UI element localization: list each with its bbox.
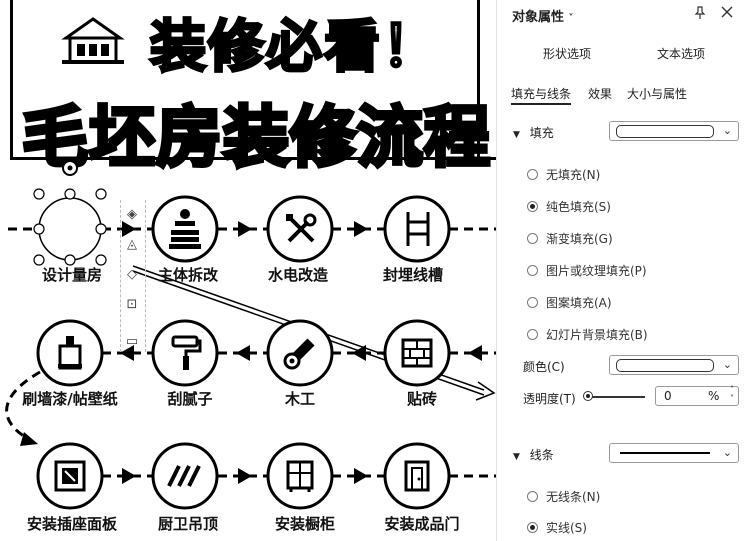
step-label-6: 刮腻子 <box>167 390 213 408</box>
radio-icon <box>527 233 538 244</box>
fill-section-header[interactable]: ▼ 填充 <box>513 126 554 140</box>
layer-icon[interactable]: ◈ <box>127 206 137 222</box>
fill-option-none[interactable]: 无填充(N) <box>527 166 600 183</box>
radio-selected-icon <box>527 522 538 533</box>
tab-size-and-properties[interactable]: 大小与属性 <box>627 87 688 101</box>
subtab-text-options[interactable]: 文本选项 <box>657 47 706 61</box>
line-style-dropdown[interactable]: ⌄ <box>609 443 739 463</box>
collapse-triangle-icon: ▼ <box>513 130 520 140</box>
step-label-1: 设计量房 <box>41 266 103 284</box>
radio-icon <box>527 329 538 340</box>
ladder-icon <box>406 212 430 246</box>
object-properties-panel: 对象属性 ˅ 形状选项 文本选项 填充与线条 效果 大小与属性 ▼ 填充 ⌄ 无… <box>496 0 746 541</box>
color-dropdown[interactable]: ⌄ <box>609 355 739 375</box>
cabinet-icon <box>286 460 314 492</box>
step-label-9: 安装插座面板 <box>26 515 118 533</box>
paint-bucket-icon <box>58 336 82 370</box>
transparency-label: 透明度(T) <box>523 392 576 406</box>
wrench-screwdriver-icon <box>286 213 317 243</box>
wood-log-icon <box>283 338 315 370</box>
step-label-3: 水电改造 <box>267 266 329 284</box>
brick-wall-icon <box>401 338 433 368</box>
fill-option-gradient[interactable]: 渐变填充(G) <box>527 230 613 247</box>
subtab-shape-options[interactable]: 形状选项 <box>543 47 592 61</box>
line-preview <box>620 452 710 454</box>
tab-effects[interactable]: 效果 <box>588 87 613 101</box>
fill-option-picture[interactable]: 图片或纹理填充(P) <box>527 262 647 279</box>
fill-option-solid[interactable]: 纯色填充(S) <box>527 198 611 215</box>
radio-icon <box>527 169 538 180</box>
radio-selected-icon <box>527 201 538 212</box>
outline-icon[interactable]: ◇ <box>127 266 137 282</box>
step-label-10: 厨卫吊顶 <box>157 515 219 533</box>
title-line-2: 毛坯房装修流程 <box>20 97 492 178</box>
line-option-none[interactable]: 无线条(N) <box>527 488 600 505</box>
color-swatch <box>616 359 714 372</box>
title-banner <box>10 0 480 160</box>
fill-icon[interactable]: ◬ <box>127 236 137 252</box>
slide-canvas[interactable]: 装修必看！ 毛坯房装修流程 <box>0 0 496 541</box>
fill-color-dropdown[interactable]: ⌄ <box>609 121 739 141</box>
banner-bottom-line <box>10 157 496 160</box>
color-label: 颜色(C) <box>523 360 565 374</box>
socket-panel-icon <box>54 460 86 492</box>
collapse-triangle-icon: ▼ <box>513 452 520 462</box>
close-icon[interactable] <box>721 6 733 18</box>
spinner-down-icon[interactable]: ˅ <box>730 394 734 403</box>
chevron-down-icon: ⌄ <box>722 358 732 371</box>
step-label-4: 封埋线槽 <box>382 266 444 284</box>
house-icon <box>61 17 125 64</box>
radio-icon <box>527 265 538 276</box>
step-label-2: 主体拆改 <box>157 266 219 284</box>
panel-title[interactable]: 对象属性 ˅ <box>512 10 574 25</box>
shape-quick-toolbar <box>120 200 146 352</box>
fill-option-slide-background[interactable]: 幻灯片背景填充(B) <box>527 326 648 343</box>
chevron-down-icon: ⌄ <box>722 124 732 137</box>
step-label-11: 安装橱柜 <box>274 515 336 533</box>
step-label-8: 贴砖 <box>406 390 438 408</box>
tab-fill-and-line[interactable]: 填充与线条 <box>511 87 572 101</box>
door-icon <box>404 460 430 492</box>
line-section-header[interactable]: ▼ 线条 <box>513 448 554 462</box>
radio-icon <box>527 491 538 502</box>
fill-color-swatch <box>616 125 714 138</box>
transparency-slider-handle[interactable] <box>583 391 593 401</box>
transparency-input[interactable]: 0 % ˄ ˅ <box>655 385 739 406</box>
monitor-icon[interactable]: ▭ <box>125 333 139 349</box>
demolition-icon <box>169 209 201 249</box>
transparency-slider[interactable] <box>585 396 645 398</box>
chevron-down-icon: ⌄ <box>722 446 732 459</box>
step-label-7: 木工 <box>284 390 316 408</box>
picture-icon[interactable]: ⊡ <box>126 296 138 312</box>
step-label-12: 安装成品门 <box>384 515 460 533</box>
step-label-5: 刷墙漆/帖壁纸 <box>22 390 118 408</box>
fill-option-pattern[interactable]: 图案填充(A) <box>527 294 612 311</box>
spinner-up-icon[interactable]: ˄ <box>730 385 734 394</box>
title-line-1: 装修必看！ <box>149 14 440 82</box>
paint-roller-icon <box>171 335 202 370</box>
line-option-solid[interactable]: 实线(S) <box>527 519 587 536</box>
active-tab-underline <box>511 103 571 105</box>
ceiling-strips-icon <box>167 465 201 487</box>
radio-icon <box>527 297 538 308</box>
pin-icon[interactable] <box>693 6 707 20</box>
